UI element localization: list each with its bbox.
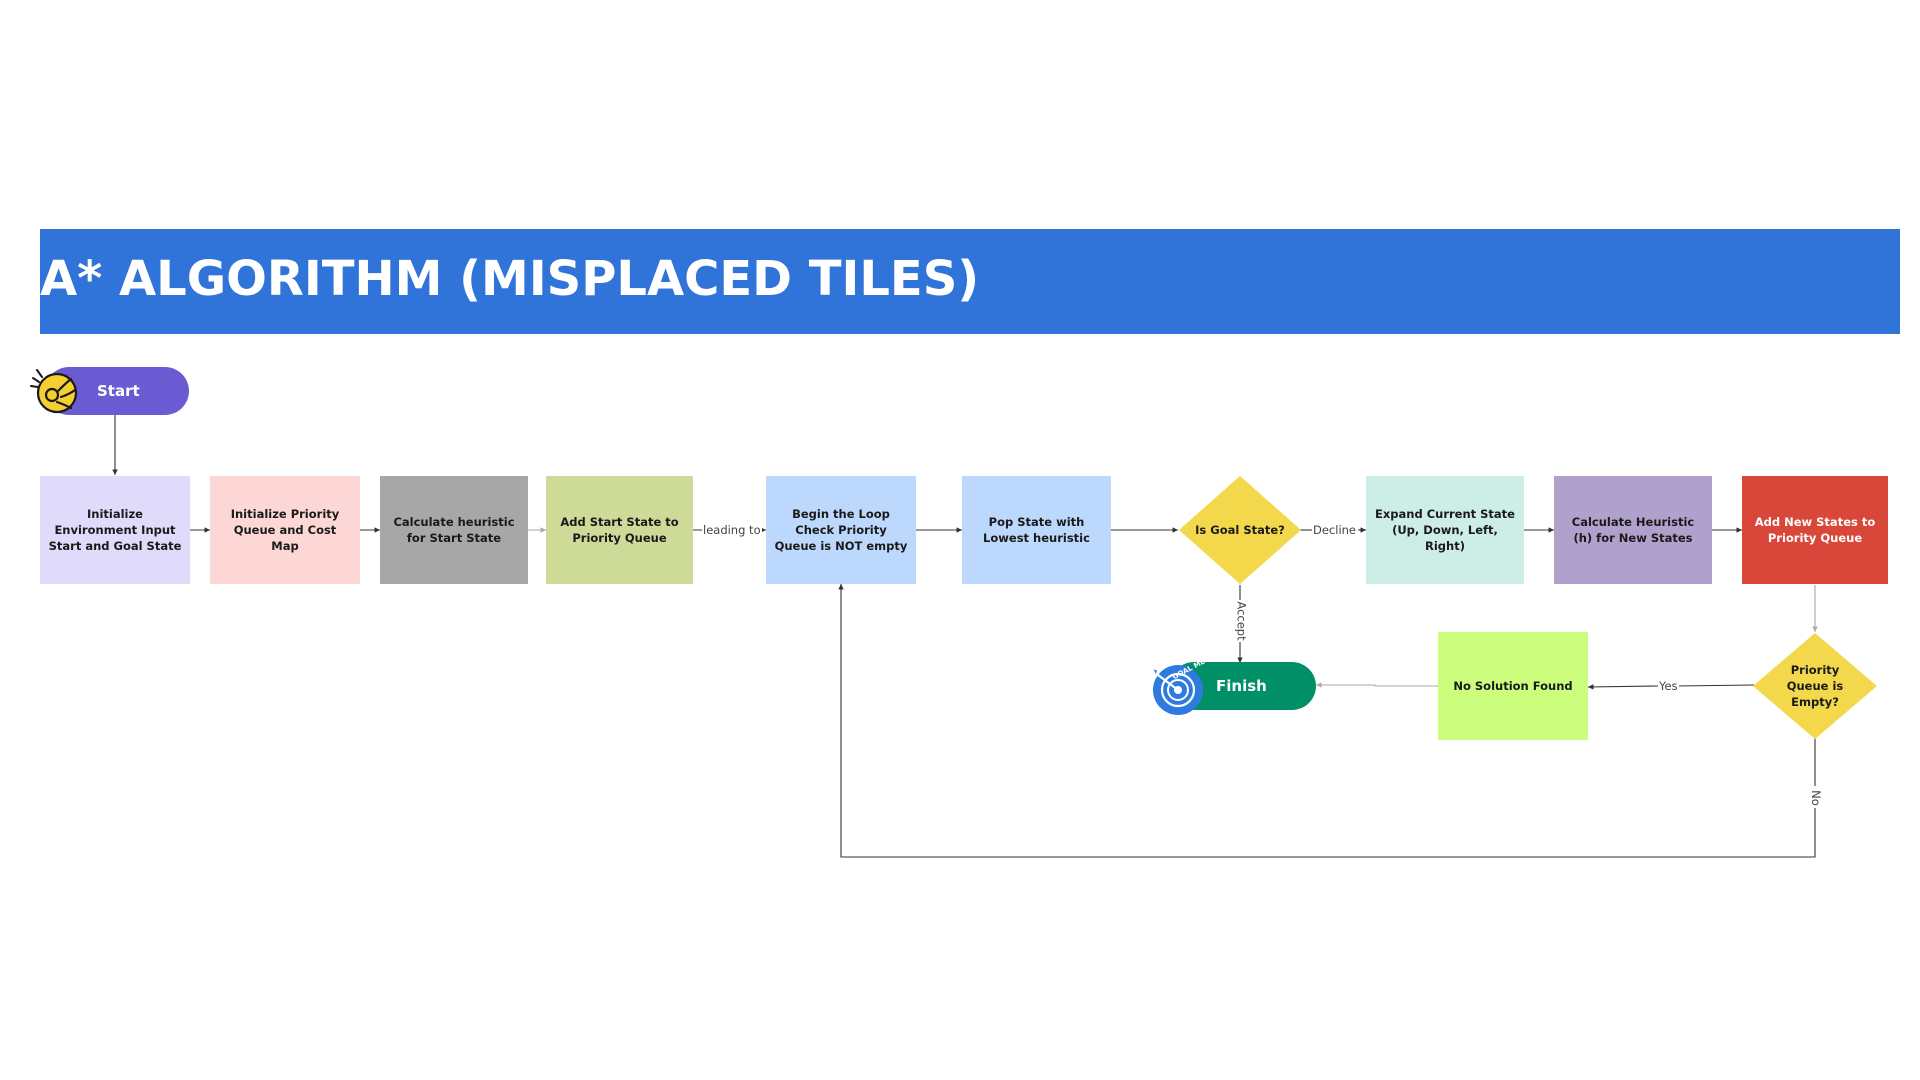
step-add-start-state: Add Start State to Priority Queue [546, 476, 693, 584]
ok-hand-icon [30, 369, 78, 414]
edge-label-leading-to: leading to [702, 523, 762, 537]
decision-queue-empty-label: Priority Queue is Empty? [1786, 663, 1844, 709]
finish-label: Finish [1216, 677, 1267, 695]
page-title: A* ALGORITHM (MISPLACED TILES) [40, 251, 980, 307]
title-banner [40, 229, 1900, 334]
step-begin-loop: Begin the Loop Check Priority Queue is N… [766, 476, 916, 584]
step-expand-current-state: Expand Current State (Up, Down, Left, Ri… [1366, 476, 1524, 584]
step-add-new-states: Add New States to Priority Queue [1742, 476, 1888, 584]
edge-no-loop-b [838, 584, 1816, 858]
goal-met-target-icon: GOAL MET! [1150, 658, 1206, 715]
edge-queue-yes-b [1587, 684, 1659, 690]
step-no-solution-found: No Solution Found [1438, 632, 1588, 740]
step-calculate-heuristic-new: Calculate Heuristic (h) for New States [1554, 476, 1712, 584]
step-initialize-priority-queue: Initialize Priority Queue and Cost Map [210, 476, 360, 584]
edge-queue-yes-a [1675, 684, 1755, 687]
edge-label-accept: Accept [1234, 600, 1249, 642]
start-label: Start [97, 382, 140, 400]
decision-is-goal-state [1179, 476, 1301, 584]
step-pop-state: Pop State with Lowest heuristic [962, 476, 1111, 584]
edge-label-no: No [1808, 789, 1823, 807]
step-calculate-heuristic: Calculate heuristic for Start State [380, 476, 528, 584]
step-initialize-environment: Initialize Environment Input Start and G… [40, 476, 190, 584]
edge-no-solution-to-finish [1316, 682, 1438, 688]
decision-is-goal-label: Is Goal State? [1195, 523, 1285, 537]
decision-priority-queue-empty [1753, 633, 1877, 739]
edge-label-yes: Yes [1658, 679, 1679, 693]
edge-label-decline: Decline [1312, 523, 1358, 537]
